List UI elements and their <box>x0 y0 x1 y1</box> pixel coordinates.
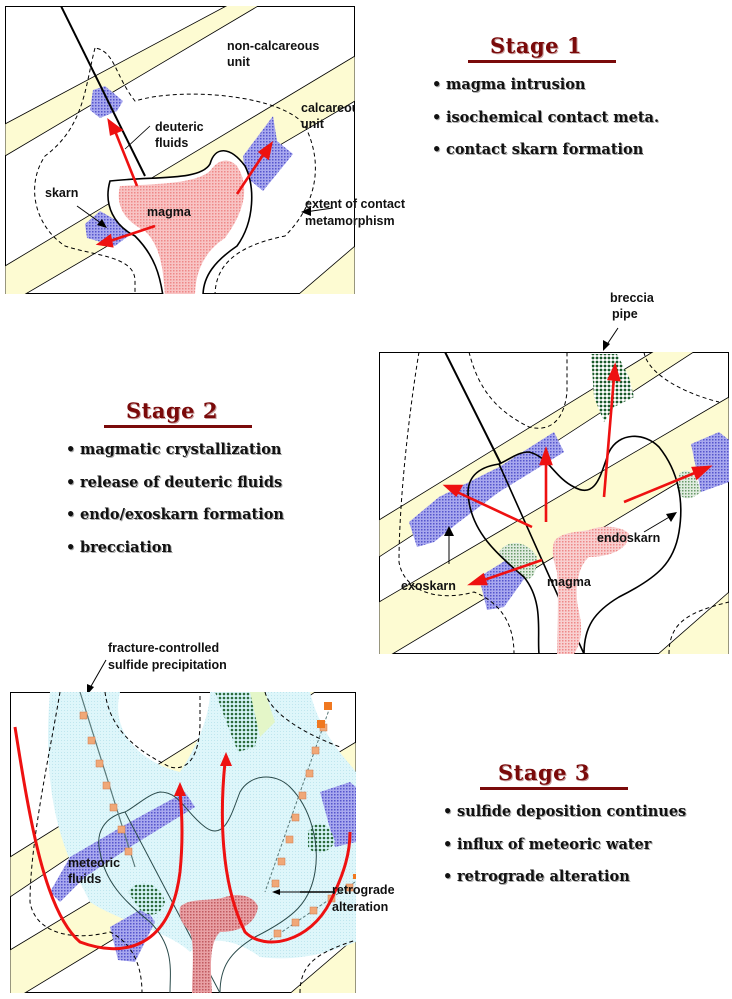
stage1-underline <box>468 60 616 63</box>
deuteric-fluid-arrows <box>442 362 713 586</box>
stage3-bullet: •retrograde alteration <box>443 868 630 885</box>
calcareous-band <box>5 6 259 157</box>
magma-body <box>118 160 245 294</box>
meteoric-flow-arrows <box>13 726 352 951</box>
stage3-bullet: •influx of meteoric water <box>443 835 652 853</box>
stage3-summary: Stage 3 •sulfide deposition continues •i… <box>443 760 686 900</box>
arrowhead <box>174 782 186 796</box>
skarn-patch <box>90 86 123 118</box>
label-exoskarn: exoskarn <box>401 579 456 593</box>
label-extent: extent of contact <box>305 197 406 211</box>
green-alteration <box>250 692 275 737</box>
label-retrograde: retrograde <box>332 883 395 897</box>
label-magma: magma <box>147 205 192 219</box>
label-deuteric: deuteric <box>155 120 204 134</box>
label-fluids: fluids <box>68 872 101 886</box>
magma-outline <box>98 776 317 993</box>
stage1-summary: Stage 1 •magma intrusion •isochemical co… <box>432 33 659 173</box>
stage2-title: Stage 2 <box>126 398 218 423</box>
stage1-bullet: •contact skarn formation <box>432 141 644 158</box>
stage2-bullet: •release of deuteric fluids <box>66 473 283 491</box>
stage2-underline <box>104 425 252 428</box>
stage3-retrograde-label: retrograde alteration <box>332 883 395 914</box>
label-pipe: pipe <box>612 307 638 321</box>
fault-line <box>59 6 146 177</box>
calcareous-band <box>379 396 729 654</box>
stage2-bullet: •brecciation <box>66 538 172 556</box>
stage1-bullet: •isochemical contact meta. <box>432 108 659 126</box>
deuteric-leader <box>124 125 151 150</box>
stage2-breccia-label: breccia pipe <box>603 291 655 351</box>
label-breccia: breccia <box>610 291 655 305</box>
stage1-diagram: non-calcareous unit calcareous unit deut… <box>5 6 355 294</box>
exoskarn-patch <box>409 432 564 547</box>
calcareous-band <box>657 591 729 654</box>
stage3-title: Stage 3 <box>498 760 590 785</box>
label-calcareous: calcareous <box>301 101 355 115</box>
skarn-patch <box>691 432 729 492</box>
calcareous-band <box>289 936 356 993</box>
stage3-diagram: meteoric fluids <box>10 692 356 993</box>
label-magma: magma <box>547 575 592 589</box>
label-meteoric: meteoric <box>68 856 120 870</box>
label-non-calcareous: non-calcareous <box>227 39 319 53</box>
skarn-patch <box>50 792 195 902</box>
stage3-fracture-label: fracture-controlled sulfide precipitatio… <box>87 641 227 695</box>
deuteric-fluid-arrows <box>95 118 273 248</box>
stage2-diagram: endoskarn exoskarn magma <box>379 352 729 654</box>
stage2-bullet: •magmatic crystallization <box>66 441 282 458</box>
stage2-summary: Stage 2 •magmatic crystallization •relea… <box>66 398 284 570</box>
sulfide-grains-large <box>317 702 356 879</box>
stage2-bullet: •endo/exoskarn formation <box>66 506 284 523</box>
endoskarn-patch <box>128 883 165 915</box>
stage3-bullet: •sulfide deposition continues <box>443 803 687 820</box>
endoskarn-patch <box>308 823 335 854</box>
endoskarn-patch <box>499 542 537 579</box>
calcareous-band <box>298 245 355 294</box>
arrowhead <box>220 752 232 766</box>
label-skarn: skarn <box>45 186 78 200</box>
stage1-title: Stage 1 <box>490 33 582 58</box>
skarn-patch <box>320 782 356 847</box>
stage1-extent-label: extent of contact metamorphism <box>305 197 406 228</box>
contact-metamorphism-extent <box>29 692 356 993</box>
label-alteration: alteration <box>332 900 388 914</box>
label-calcareous-unit: unit <box>301 117 325 131</box>
label-fracture-controlled: fracture-controlled <box>108 641 219 655</box>
label-non-calcareous-unit: unit <box>227 55 251 69</box>
magma-outline <box>467 435 682 654</box>
label-metamorphism: metamorphism <box>305 214 395 228</box>
stage3-underline <box>480 787 628 790</box>
label-fluids: fluids <box>155 136 188 150</box>
contact-metamorphism-extent <box>34 47 316 294</box>
contact-metamorphism-extent <box>398 352 729 654</box>
magma-body <box>552 526 629 654</box>
label-endoskarn: endoskarn <box>597 531 660 545</box>
breccia-pipe <box>215 692 260 752</box>
label-sulfide-precipitation: sulfide precipitation <box>108 658 227 672</box>
fault-line <box>443 352 502 465</box>
stage1-bullet: •magma intrusion <box>432 76 586 93</box>
